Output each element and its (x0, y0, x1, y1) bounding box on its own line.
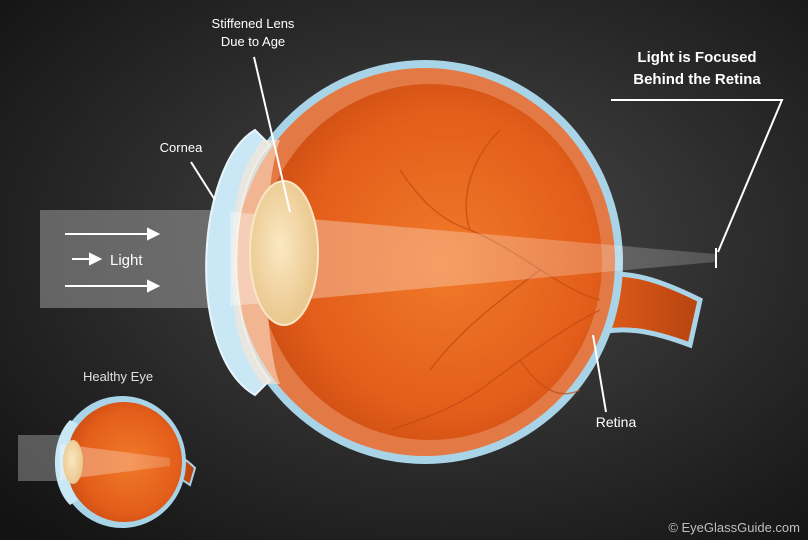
healthy-eye-label: Healthy Eye (83, 369, 153, 384)
retina-label: Retina (596, 414, 637, 430)
healthy-eye-lens (63, 440, 83, 484)
focus-label-line1: Light is Focused (637, 49, 756, 66)
copyright-text: © EyeGlassGuide.com (668, 520, 800, 535)
lens-label-line2: Due to Age (221, 34, 285, 49)
stiffened-lens (250, 181, 318, 325)
cornea-label: Cornea (160, 140, 203, 155)
focus-label-line2: Behind the Retina (633, 71, 761, 88)
lens-label-line1: Stiffened Lens (212, 16, 295, 31)
light-label: Light (110, 252, 143, 269)
